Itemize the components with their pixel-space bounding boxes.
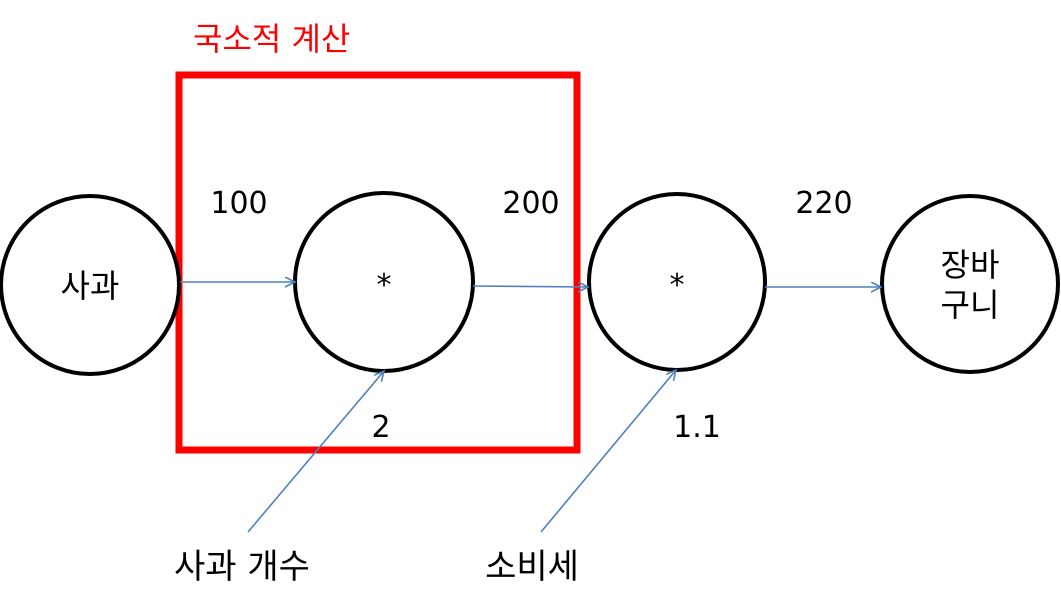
apple-count-label: 사과 개수	[174, 547, 310, 587]
local-computation-box	[175, 71, 581, 454]
edge-value-200: 200	[502, 186, 559, 221]
edge-value-220: 220	[795, 186, 852, 221]
tax-label: 소비세	[485, 547, 579, 587]
basket-node: 장바 구니	[880, 194, 1060, 374]
edge-value-tax: 1.1	[673, 410, 721, 445]
local-computation-title: 국소적 계산	[193, 20, 350, 58]
arrow-apple-count-to-mul1	[247, 371, 384, 533]
arrow-tax-to-mul2	[540, 370, 676, 533]
multiply-node-2: *	[587, 192, 767, 372]
edge-value-apple-count: 2	[371, 410, 390, 445]
multiply-node-1-label: *	[377, 268, 392, 303]
basket-node-label-line2: 구니	[941, 286, 1000, 324]
apple-node-label: 사과	[61, 267, 120, 305]
arrow-mul1-to-mul2	[472, 286, 588, 287]
multiply-node-1: *	[293, 191, 475, 373]
basket-node-label-line1: 장바	[941, 246, 1000, 284]
multiply-node-2-label: *	[670, 268, 685, 303]
apple-node: 사과	[0, 194, 181, 376]
edge-value-100: 100	[210, 186, 267, 221]
